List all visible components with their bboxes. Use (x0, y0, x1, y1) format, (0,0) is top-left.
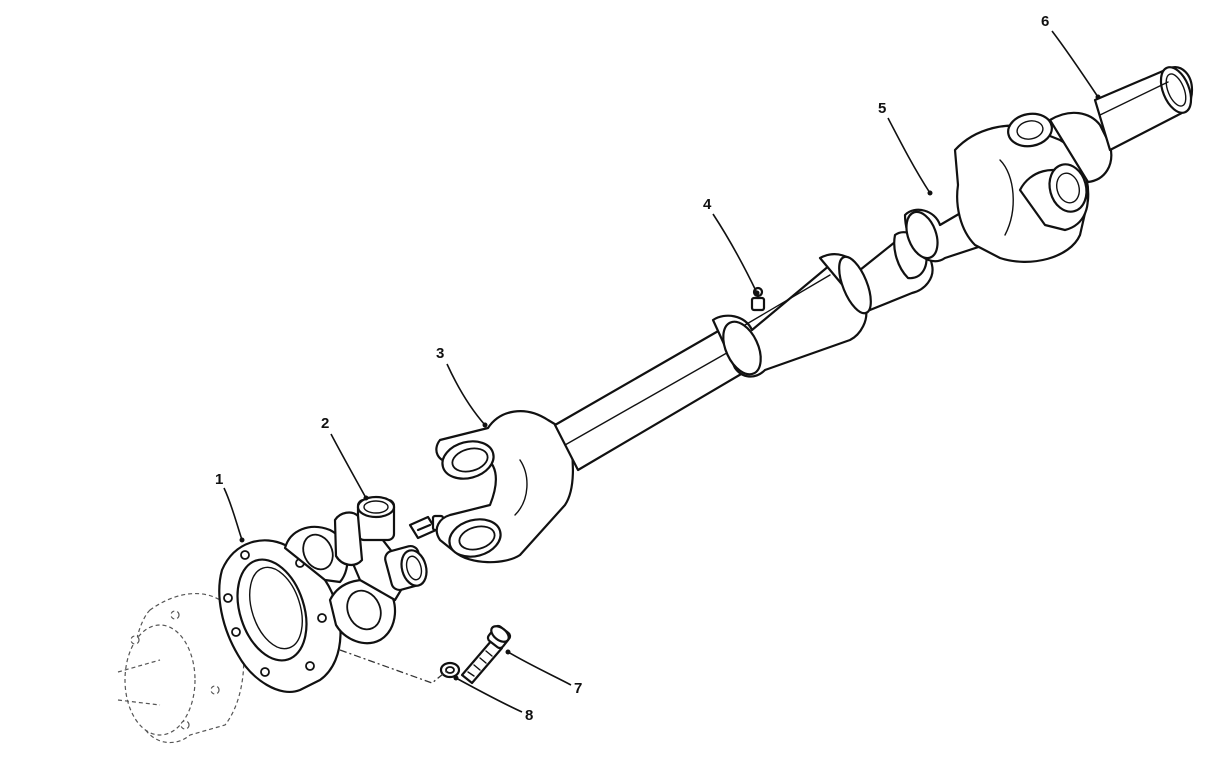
leader-lines (223, 30, 1101, 713)
leader-5-dot (927, 190, 933, 196)
mating-hub-phantom (117, 592, 245, 744)
leader-5 (887, 117, 931, 194)
leader-7-dot (505, 649, 511, 655)
universal-joint-cross (333, 495, 445, 602)
callout-6: 6 (1041, 13, 1049, 30)
callout-4: 4 (703, 196, 712, 213)
leader-7 (507, 651, 572, 686)
shaft-body (553, 188, 1017, 472)
rear-shaft-end (1093, 66, 1194, 152)
callout-1: 1 (215, 471, 223, 488)
callout-3: 3 (436, 345, 444, 362)
flange-bolt (460, 624, 512, 685)
leader-1-dot (239, 537, 245, 543)
leader-4 (712, 213, 758, 294)
callout-7: 7 (574, 680, 582, 697)
leader-8-dot (453, 675, 459, 681)
lock-washer (439, 661, 461, 679)
rear-universal-joint (953, 111, 1113, 263)
bolt-alignment-line (339, 649, 449, 684)
callout-8: 8 (525, 707, 533, 724)
leader-2-dot (363, 495, 369, 501)
front-yoke (435, 410, 575, 564)
leader-3-dot (482, 422, 488, 428)
leader-3 (446, 363, 486, 426)
leader-8 (455, 677, 523, 713)
leader-1 (223, 487, 243, 541)
leader-2 (330, 433, 367, 499)
callout-2: 2 (321, 415, 329, 432)
leader-6 (1051, 30, 1099, 98)
callout-5: 5 (878, 100, 886, 117)
leader-6-dot (1095, 94, 1101, 100)
companion-flange (218, 525, 397, 693)
leader-4-dot (754, 290, 760, 296)
